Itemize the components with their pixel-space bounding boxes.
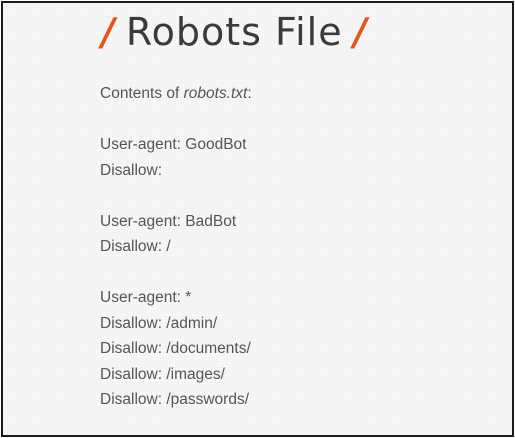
robots-content: Contents of robots.txt: User-agent: Good… — [100, 81, 252, 413]
intro-line: Contents of robots.txt: — [100, 81, 252, 107]
robots-filename: robots.txt — [183, 85, 248, 102]
robots-line: Disallow: /passwords/ — [100, 391, 250, 408]
robots-line: Disallow: /documents/ — [100, 340, 251, 357]
robots-line-blank — [100, 183, 252, 209]
intro-prefix: Contents of — [100, 85, 184, 102]
page-title: /Robots File/ — [97, 7, 371, 57]
robots-line: User-agent: * — [100, 289, 192, 306]
robots-line: Disallow: /images/ — [100, 365, 225, 383]
robots-line: User-agent: GoodBot — [100, 136, 247, 153]
robots-line-blank — [100, 260, 252, 286]
robots-line: Disallow: / — [100, 238, 171, 255]
robots-line: Disallow: /admin/ — [100, 314, 218, 332]
title-slash-left: / — [97, 10, 120, 54]
title-text: Robots File — [125, 10, 343, 54]
spacer — [100, 107, 252, 133]
robots-line: User-agent: BadBot — [100, 212, 237, 230]
intro-suffix: : — [247, 85, 252, 102]
robots-line: Disallow: — [100, 161, 163, 179]
title-slash-right: / — [348, 10, 372, 54]
